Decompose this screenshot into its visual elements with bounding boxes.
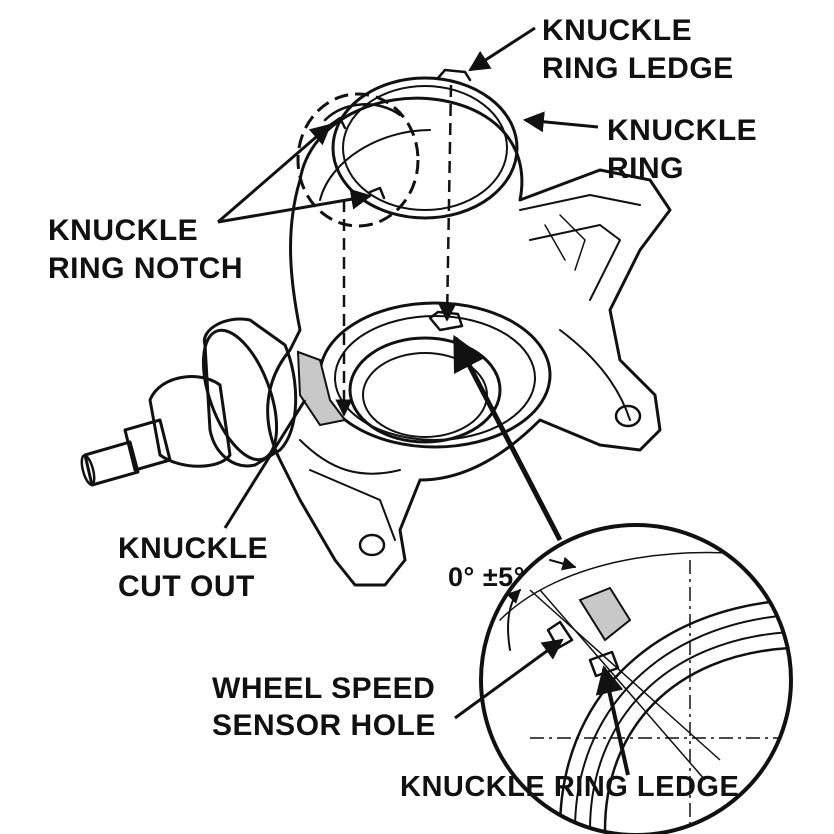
callout-leaders xyxy=(217,26,599,542)
label-wheel-speed-sensor-hole: WHEEL SPEED SENSOR HOLE xyxy=(212,672,444,742)
ball-joint xyxy=(80,317,298,487)
knuckle-ring-notch-detail xyxy=(296,92,420,228)
label-knuckle-ring-notch: KNUCKLE RING NOTCH xyxy=(48,214,243,285)
knuckle-cut-out-area xyxy=(296,350,347,427)
detail-view xyxy=(454,523,793,834)
knuckle-ring xyxy=(331,68,519,220)
label-angle-spec: 0° ±5° xyxy=(448,562,525,592)
label-knuckle-ring: KNUCKLE RING xyxy=(607,114,766,185)
installation-guide-lines xyxy=(335,84,457,417)
label-knuckle-ring-ledge-top: KNUCKLE RING LEDGE xyxy=(542,14,734,85)
label-knuckle-ring-ledge-bottom: KNUCKLE RING LEDGE xyxy=(400,771,739,803)
label-knuckle-cut-out: KNUCKLE CUT OUT xyxy=(118,532,277,603)
